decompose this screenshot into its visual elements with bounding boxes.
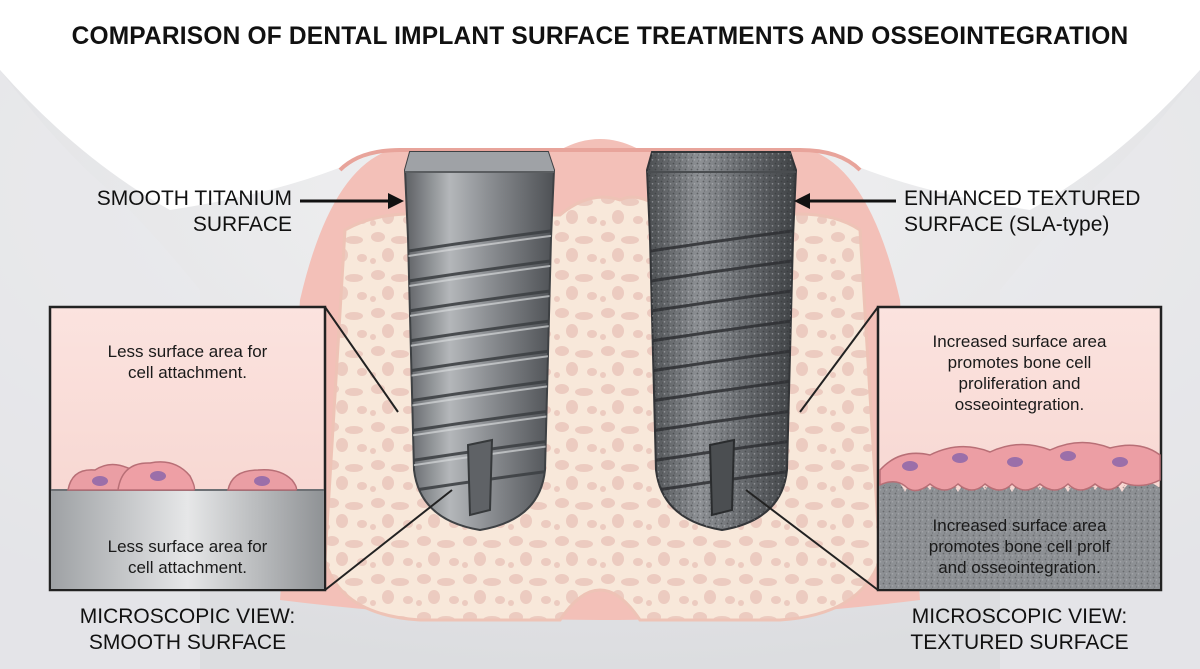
zoom-lines <box>324 306 879 591</box>
callout-textured-line2: SURFACE (SLA-type) <box>904 213 1110 236</box>
view-label-smooth-line2: SMOOTH SURFACE <box>88 631 287 654</box>
microscopic-box-textured <box>876 305 1163 592</box>
smooth-box-bottom-line2: cell attachment. <box>127 558 248 577</box>
textured-implant <box>645 151 798 532</box>
smooth-box-top-line2: cell attachment. <box>127 363 248 382</box>
smooth-box-bottom-line1: Less surface area for <box>107 537 268 556</box>
smooth-box-bottom-text: Less surface area for cell attachment. <box>50 536 325 578</box>
callout-arrow-smooth <box>300 193 404 209</box>
microscopic-box-smooth <box>48 305 327 592</box>
textured-box-top-line1: Increased surface area <box>932 332 1107 351</box>
textured-box-bottom-text: Increased surface area promotes bone cel… <box>878 515 1161 578</box>
smooth-implant <box>403 151 556 532</box>
view-label-smooth-line1: MICROSCOPIC VIEW: <box>79 605 296 628</box>
textured-box-top-line4: osseointegration. <box>954 395 1085 414</box>
callout-arrow-textured <box>794 193 896 209</box>
textured-box-bottom-line2: promotes bone cell prolf <box>928 537 1111 556</box>
page-title: COMPARISON OF DENTAL IMPLANT SURFACE TRE… <box>71 22 1129 50</box>
cells-textured <box>879 441 1161 492</box>
smooth-box-top-text: Less surface area for cell attachment. <box>50 341 325 383</box>
textured-box-top-line3: proliferation and <box>958 374 1081 393</box>
textured-box-bottom-line3: and osseointegration. <box>938 558 1101 577</box>
callout-smooth-line2: SURFACE <box>192 213 292 236</box>
callout-smooth-surface: SMOOTH TITANIUM SURFACE <box>60 186 292 238</box>
view-label-textured-line1: MICROSCOPIC VIEW: <box>911 605 1128 628</box>
view-label-textured-line2: TEXTURED SURFACE <box>910 631 1129 654</box>
view-label-textured: MICROSCOPIC VIEW: TEXTURED SURFACE <box>878 604 1161 656</box>
textured-box-top-text: Increased surface area promotes bone cel… <box>878 331 1161 415</box>
callout-smooth-line1: SMOOTH TITANIUM <box>96 187 292 210</box>
callout-textured-line1: ENHANCED TEXTURED <box>904 187 1141 210</box>
callout-textured-surface: ENHANCED TEXTURED SURFACE (SLA-type) <box>904 186 1154 238</box>
view-label-smooth: MICROSCOPIC VIEW: SMOOTH SURFACE <box>50 604 325 656</box>
cells-smooth <box>67 461 298 491</box>
smooth-box-top-line1: Less surface area for <box>107 342 268 361</box>
textured-box-top-line2: promotes bone cell <box>947 353 1092 372</box>
textured-box-bottom-line1: Increased surface area <box>932 516 1107 535</box>
